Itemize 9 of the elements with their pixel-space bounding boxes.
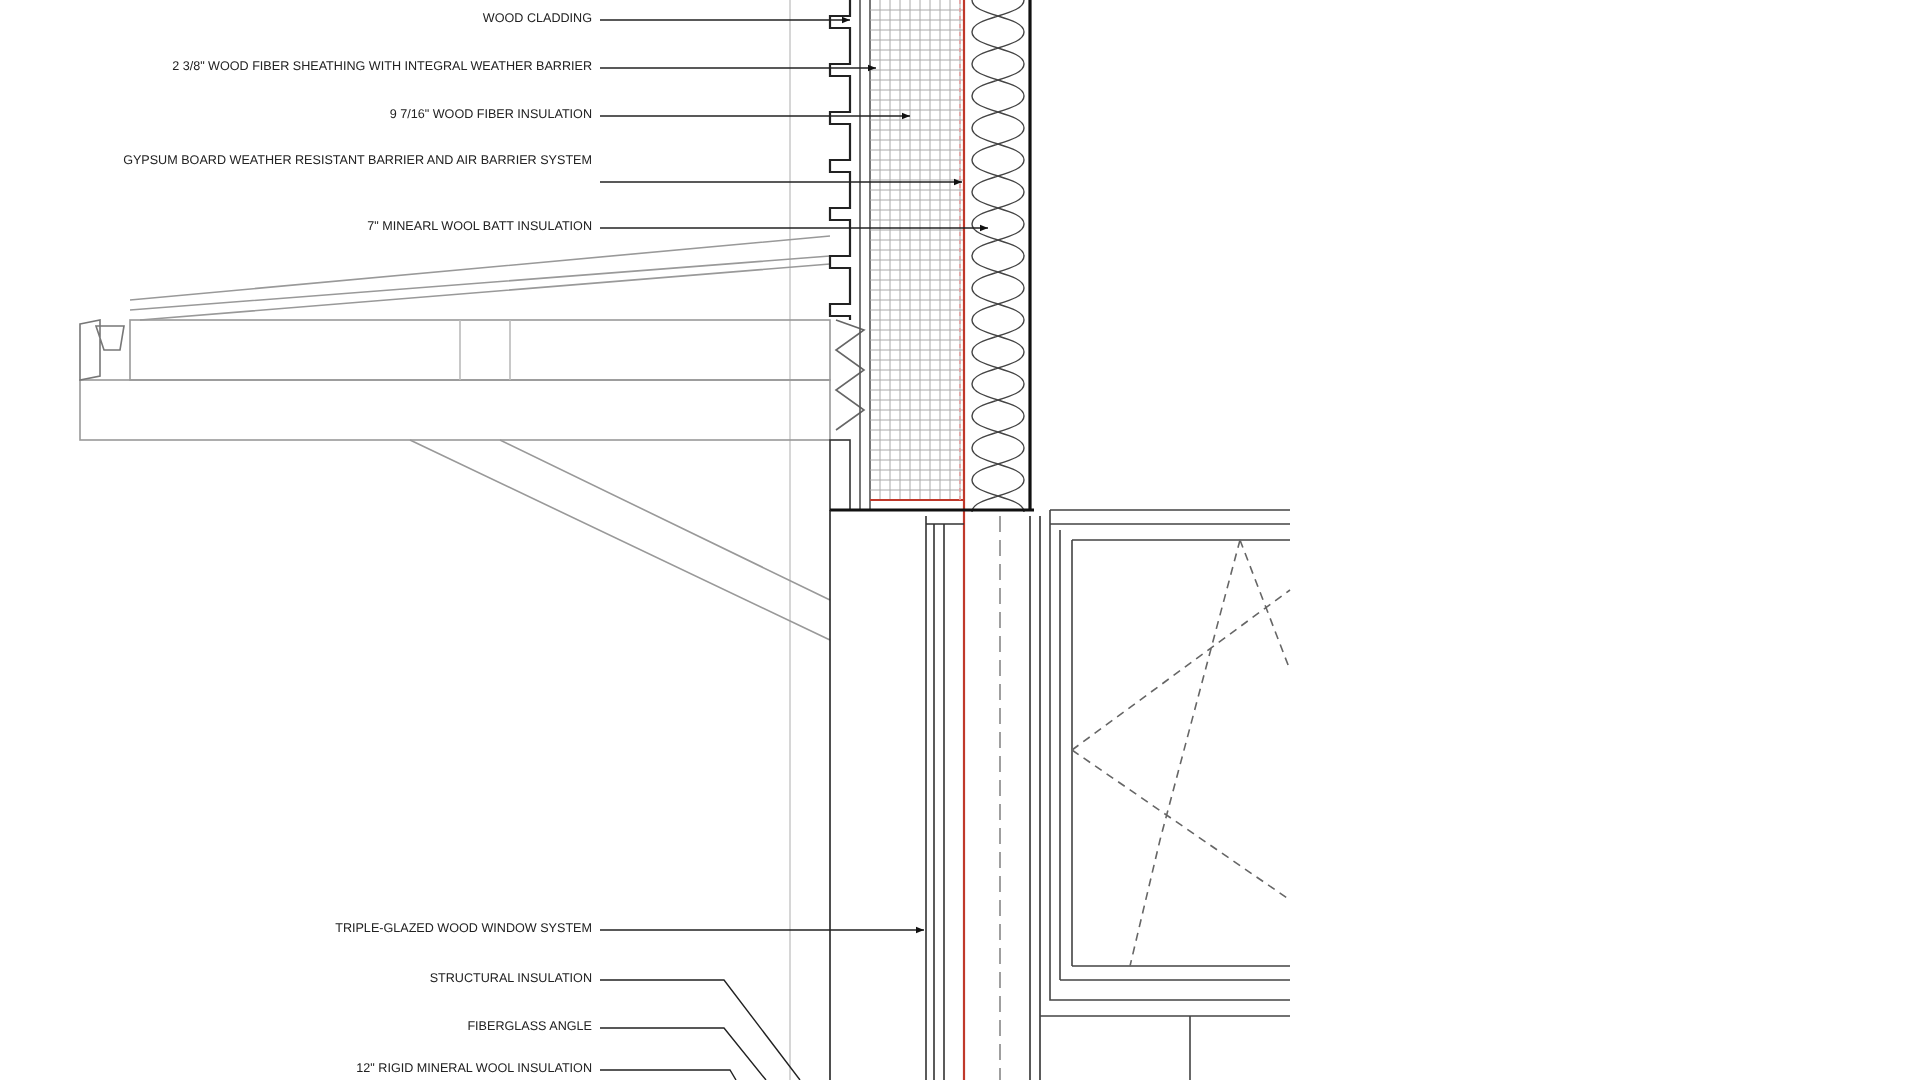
leader-line xyxy=(599,64,877,72)
leader-line xyxy=(599,16,851,24)
leader-line xyxy=(599,178,963,186)
leader-line xyxy=(599,1069,737,1080)
leader-line xyxy=(599,112,911,120)
leader-line xyxy=(599,1027,767,1080)
leader-line xyxy=(599,926,925,934)
leader-line xyxy=(599,979,801,1080)
leader-line xyxy=(599,224,989,232)
